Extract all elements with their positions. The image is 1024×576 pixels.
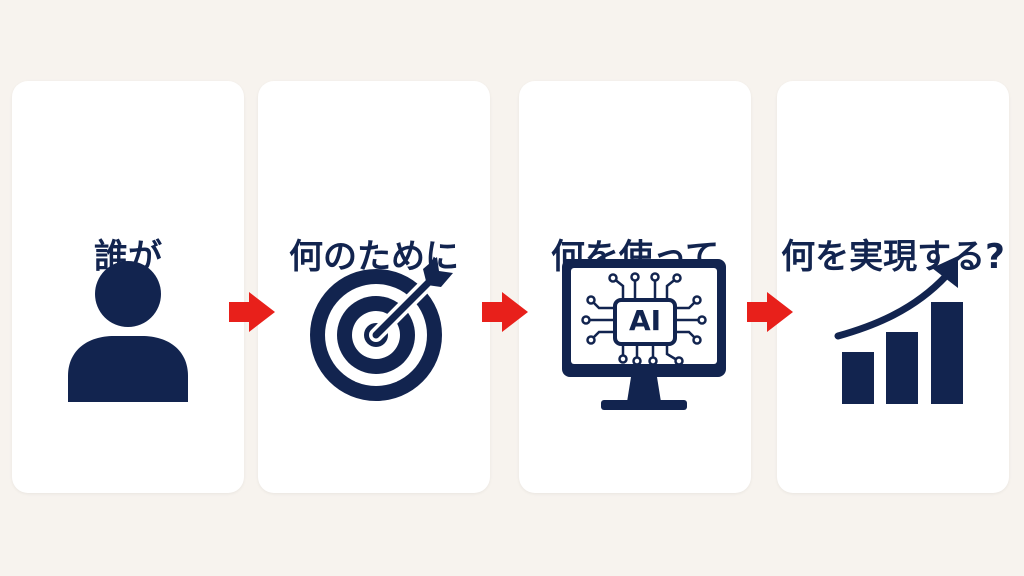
arrow-right-icon	[747, 292, 793, 332]
person-icon	[68, 261, 188, 402]
arrow-right-icon	[482, 292, 528, 332]
ai-chip-label: AI	[628, 304, 662, 337]
ai-monitor-icon: AI	[559, 256, 729, 416]
arrow-right-icon	[229, 292, 275, 332]
step-title-outcome: 何を実現する?	[781, 237, 1005, 277]
step-card-why: 何のために	[258, 81, 490, 493]
target-arrow-icon	[310, 257, 453, 401]
step-card-outcome: 何を実現する?	[777, 81, 1009, 493]
growth-chart-icon	[834, 256, 963, 404]
